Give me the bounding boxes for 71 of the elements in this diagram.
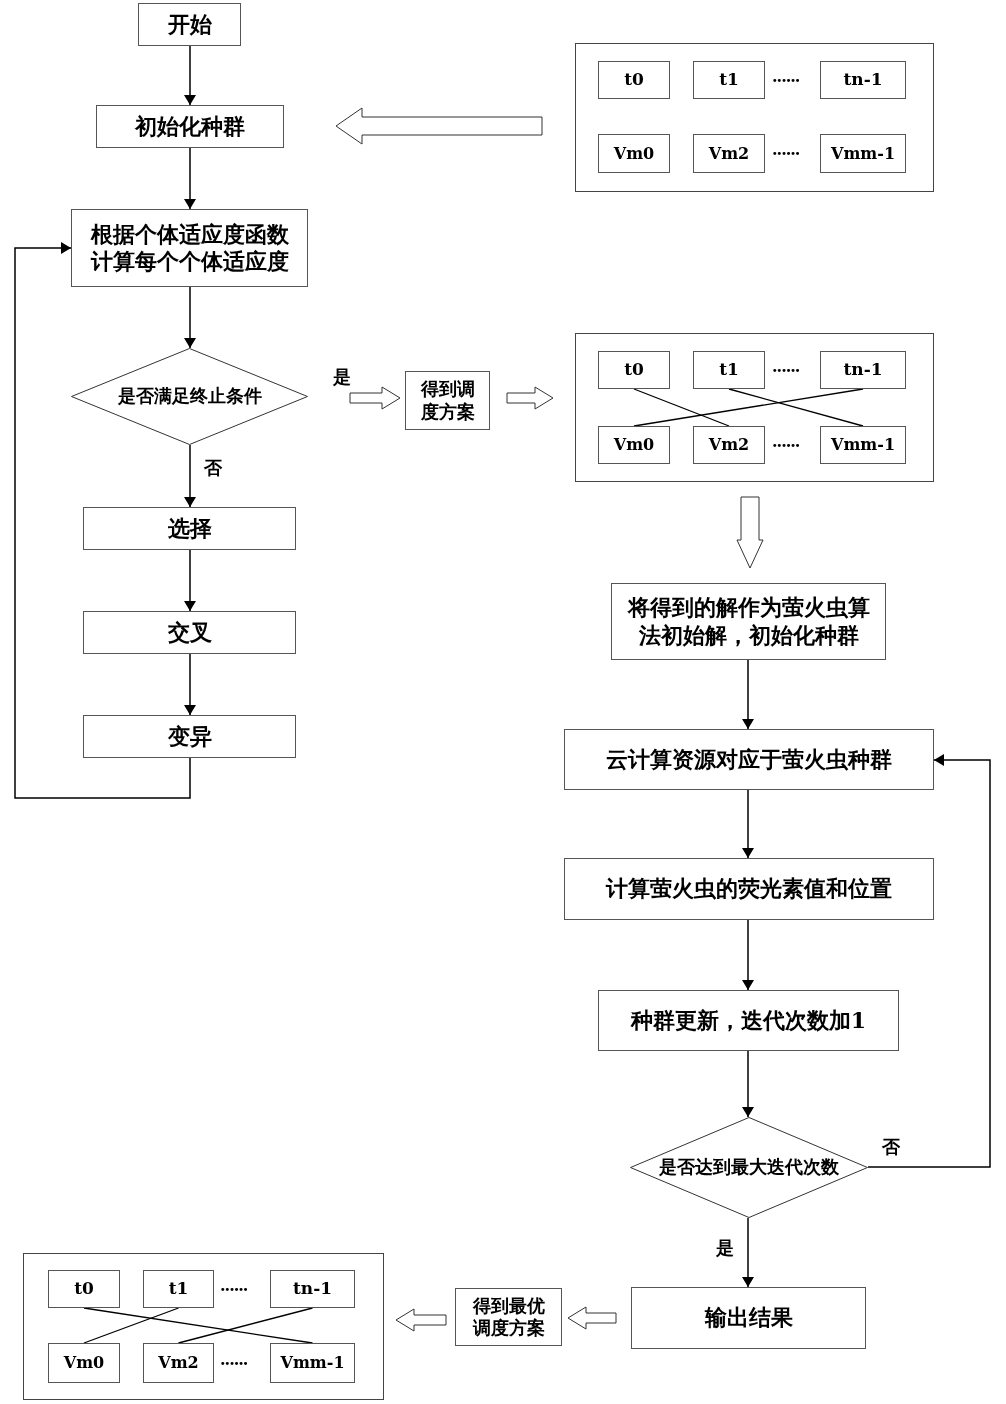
task-vm-panel (575, 43, 934, 192)
edge-label: 否 (202, 457, 224, 479)
arrow (184, 286, 196, 349)
arrow (867, 754, 991, 1168)
process-box: 交叉 (83, 611, 296, 654)
assignment-line (83, 1307, 180, 1344)
result-box: 得到最优调度方案 (455, 1288, 562, 1346)
vm-box: Vmm-1 (820, 134, 906, 173)
process-box: 开始 (138, 3, 241, 46)
task-vm-panel (23, 1253, 384, 1400)
decision-diamond: 是否达到最大迭代次数 (630, 1117, 868, 1218)
process-box: 变异 (83, 715, 296, 758)
arrow (184, 147, 196, 210)
block-arrow (736, 496, 764, 569)
arrow (742, 789, 754, 859)
arrow (742, 1217, 754, 1288)
assignment-line (83, 1307, 314, 1344)
edge-label: 否 (880, 1136, 902, 1158)
ellipsis-dots: ······ (220, 1282, 248, 1298)
arrow (742, 919, 754, 991)
arrow (184, 653, 196, 716)
process-box: 初始化种群 (96, 105, 284, 148)
process-box: 云计算资源对应于萤火虫种群 (564, 729, 934, 790)
arrow (742, 1050, 754, 1118)
arrow (14, 242, 191, 799)
ellipsis-dots: ······ (772, 146, 800, 162)
arrow (184, 444, 196, 508)
vm-box: Vmm-1 (270, 1343, 355, 1383)
ellipsis-dots: ······ (772, 73, 800, 89)
assignment-line (177, 1307, 314, 1344)
block-arrow (349, 386, 401, 410)
task-box: t0 (598, 351, 670, 389)
task-box: tn-1 (270, 1270, 355, 1308)
ellipsis-dots: ······ (220, 1356, 248, 1372)
task-vm-panel (575, 333, 934, 482)
arrow (742, 659, 754, 730)
vm-box: Vm0 (48, 1343, 120, 1383)
task-box: t0 (48, 1270, 120, 1308)
vm-box: Vm2 (143, 1343, 214, 1383)
block-arrow (567, 1306, 617, 1330)
arrow (184, 45, 196, 106)
assignment-line (633, 388, 730, 427)
process-box: 计算萤火虫的荧光素值和位置 (564, 858, 934, 920)
task-box: tn-1 (820, 61, 906, 99)
vm-box: Vm2 (693, 426, 765, 464)
assignment-line (728, 388, 864, 427)
vm-box: Vm0 (598, 426, 670, 464)
edge-label: 是 (714, 1237, 736, 1259)
vm-box: Vmm-1 (820, 426, 906, 464)
process-box: 选择 (83, 507, 296, 550)
result-box: 得到调度方案 (405, 371, 490, 430)
task-box: t1 (693, 61, 765, 99)
block-arrow (506, 386, 554, 410)
process-box: 将得到的解作为萤火虫算法初始解，初始化种群 (611, 583, 886, 660)
decision-diamond: 是否满足终止条件 (71, 348, 308, 445)
task-box: t1 (143, 1270, 214, 1308)
process-box: 根据个体适应度函数计算每个个体适应度 (71, 209, 308, 287)
arrow (184, 549, 196, 612)
process-box: 输出结果 (631, 1287, 866, 1349)
block-arrow (335, 107, 543, 145)
process-box: 种群更新，迭代次数加1 (598, 990, 899, 1051)
block-arrow (395, 1308, 447, 1332)
task-box: t0 (598, 61, 670, 99)
vm-box: Vm0 (598, 134, 670, 173)
ellipsis-dots: ······ (772, 363, 800, 379)
task-box: tn-1 (820, 351, 906, 389)
task-box: t1 (693, 351, 765, 389)
assignment-line (633, 388, 864, 427)
vm-box: Vm2 (693, 134, 765, 173)
ellipsis-dots: ······ (772, 438, 800, 454)
edge-label: 是 (331, 366, 353, 388)
